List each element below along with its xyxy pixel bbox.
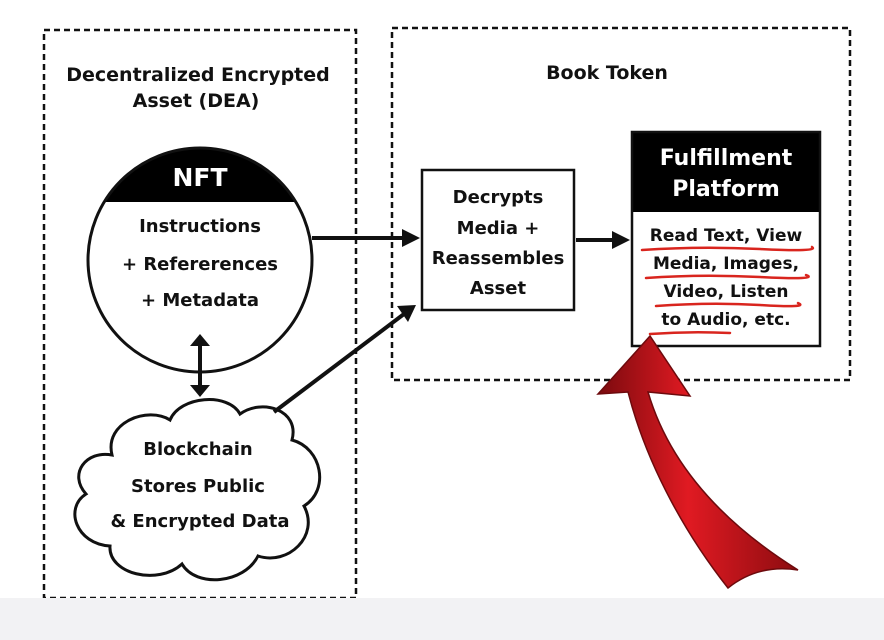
fulfillment-line2: Media, Images, — [653, 254, 799, 274]
nft-header-fill — [104, 148, 296, 202]
fulfillment-platform: Fulfillment Platform Read Text, View Med… — [630, 130, 822, 348]
decrypt-line3: Reassembles — [432, 248, 565, 269]
underline-1 — [640, 245, 815, 252]
nft-line3: + Metadata — [141, 290, 259, 311]
cloud-shape — [73, 398, 322, 582]
fulfillment-line1: Read Text, View — [650, 226, 803, 246]
arrow-nft-to-decrypt — [312, 229, 420, 247]
underline-3 — [654, 301, 802, 308]
nft-node: NFT Instructions + Refererences + Metada… — [86, 146, 314, 374]
blockchain-line3: & Encrypted Data — [110, 511, 289, 532]
fulfillment-header-line1: Fulfillment — [660, 146, 793, 171]
highlight-arrow-icon — [596, 334, 799, 590]
arrow-blockchain-to-decrypt — [272, 305, 416, 414]
fulfillment-line3: Video, Listen — [664, 282, 789, 302]
fulfillment-line4: to Audio, etc. — [661, 310, 790, 330]
decrypt-line2: Media + — [457, 218, 540, 239]
double-arrow-icon — [190, 334, 210, 397]
nft-header: NFT — [172, 163, 227, 192]
underline-4 — [648, 330, 732, 336]
decrypt-box — [420, 168, 576, 312]
blockchain-line1: Blockchain — [143, 439, 253, 460]
bottom-strip — [0, 598, 884, 640]
dea-title-line1: Decentralized Encrypted — [66, 64, 330, 86]
book-token-panel — [390, 26, 852, 382]
fulfillment-box — [630, 130, 822, 348]
underline-2 — [644, 273, 810, 280]
blockchain-line2: Stores Public — [131, 476, 265, 497]
fulfillment-header-line2: Platform — [672, 177, 780, 202]
dea-title-line2: Asset (DEA) — [133, 90, 260, 112]
decrypt-line1: Decrypts — [453, 187, 544, 208]
nft-line2: + Refererences — [122, 254, 278, 275]
nft-line1: Instructions — [139, 216, 261, 237]
blockchain-cloud: Blockchain Stores Public & Encrypted Dat… — [73, 398, 322, 582]
arrow-decrypt-to-fulfillment — [576, 231, 630, 249]
fulfillment-header-fill — [632, 132, 820, 212]
book-token-title: Book Token — [546, 62, 668, 84]
decrypt-line4: Asset — [470, 278, 527, 299]
